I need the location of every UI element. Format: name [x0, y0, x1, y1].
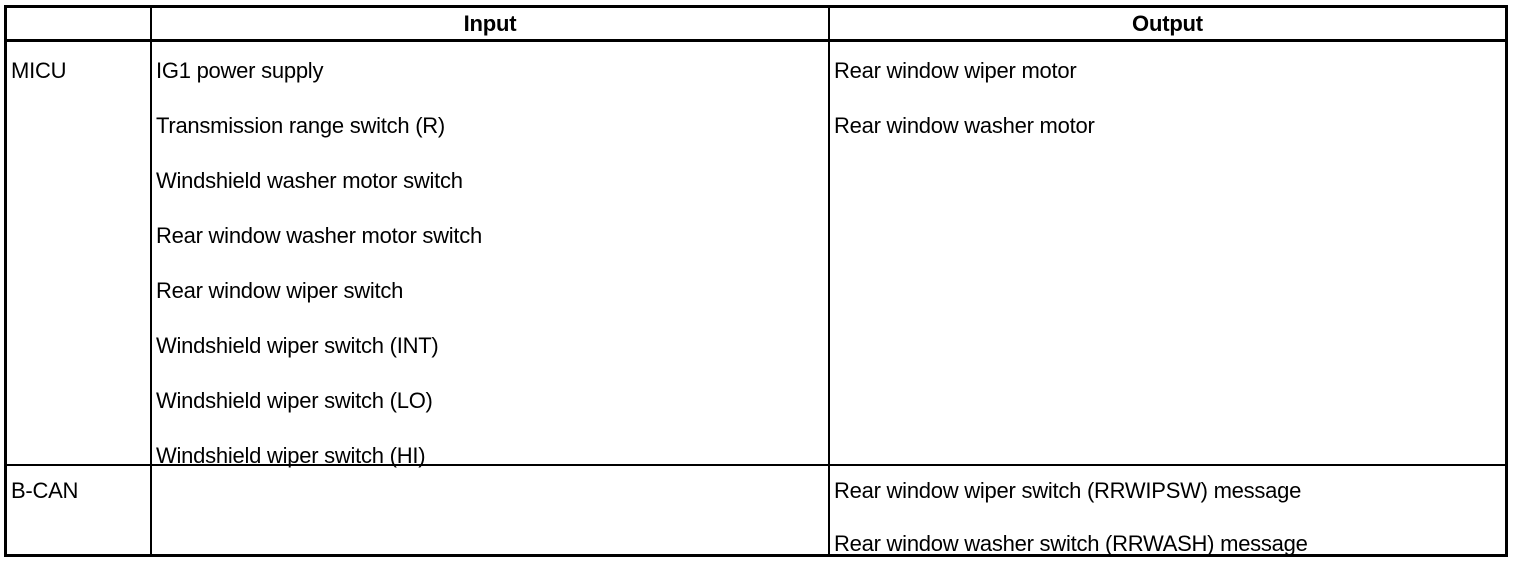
list-item: Windshield wiper switch (HI) [156, 443, 426, 468]
table-header-row: Input Output [7, 8, 1505, 39]
header-bottom-rule [7, 39, 1505, 42]
column-divider-input-output [828, 8, 830, 554]
list-item: Windshield wiper switch (INT) [156, 333, 439, 358]
header-device-column [7, 8, 150, 39]
row-divider-micu-bcan [7, 464, 1505, 466]
table-row-micu-device-cell: MICU [7, 42, 150, 464]
table-row-bcan-device-cell: B-CAN [7, 466, 150, 554]
header-output: Output [1132, 11, 1203, 36]
table-row-bcan-output-cell: Rear window wiper switch (RRWIPSW) messa… [830, 466, 1505, 556]
list-item: Rear window washer motor switch [156, 223, 483, 248]
header-input: Input [463, 11, 517, 36]
table-row-micu-input-cell: IG1 power supply Transmission range swit… [152, 42, 828, 468]
list-item: Rear window washer switch (RRWASH) messa… [834, 531, 1308, 556]
column-divider-device-input [150, 8, 152, 554]
list-item: Rear window wiper switch [156, 278, 404, 303]
list-item: Windshield wiper switch (LO) [156, 388, 433, 413]
input-output-table: Input Output MICU IG1 power supply Trans… [4, 5, 1508, 557]
list-item: IG1 power supply [156, 58, 324, 83]
list-item: Rear window washer motor [834, 113, 1095, 138]
list-item: Rear window wiper switch (RRWIPSW) messa… [834, 478, 1302, 503]
device-label-micu: MICU [11, 58, 67, 83]
device-label-bcan: B-CAN [11, 478, 79, 503]
table-row-micu-output-cell: Rear window wiper motor Rear window wash… [830, 42, 1505, 464]
list-item: Transmission range switch (R) [156, 113, 446, 138]
list-item: Windshield washer motor switch [156, 168, 463, 193]
list-item: Rear window wiper motor [834, 58, 1077, 83]
table-row-bcan-input-cell [152, 466, 828, 554]
